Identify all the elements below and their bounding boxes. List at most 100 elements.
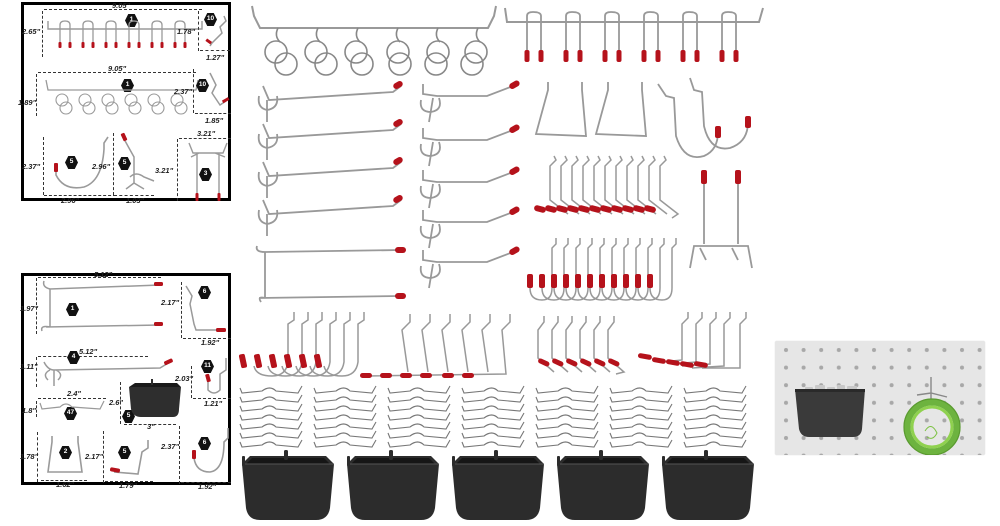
ring-hook-rack-illustration <box>42 78 202 118</box>
dimension-line <box>44 9 202 10</box>
dimension-line <box>179 138 231 139</box>
dimension-line <box>103 431 104 483</box>
dimension-label: 2.96" <box>61 196 80 205</box>
j-hooks-group <box>238 310 378 382</box>
dimension-line <box>44 195 116 196</box>
dimension-label: 5.12" <box>79 347 98 356</box>
bin-with-bolts <box>795 385 865 437</box>
dimension-label: 1.79" <box>119 481 138 490</box>
u-brackets <box>532 78 652 142</box>
dimension-label: 5.12" <box>94 270 113 279</box>
dimension-diagram-bottom: 5.12" 1.97" 1 6 2.17" 1.92" 5.12" 1.11" … <box>20 270 234 491</box>
u-hook-rack <box>503 4 765 66</box>
quantity-badge: 5 <box>118 157 131 170</box>
dimension-label: 3.21" <box>155 166 174 175</box>
large-j-hooks <box>654 76 754 166</box>
double-rod-hook-illustration <box>40 279 170 335</box>
dimension-line <box>36 74 37 116</box>
quantity-badge: 11 <box>201 360 214 373</box>
dimension-line <box>38 72 196 73</box>
small-curl-hook-illustration <box>208 71 230 111</box>
dimension-line <box>105 481 153 482</box>
quantity-badge: 5 <box>118 446 131 459</box>
dimension-label: 1.92" <box>201 338 220 347</box>
dimension-line <box>200 50 230 51</box>
dimension-line <box>191 366 192 398</box>
dimension-label: 1.8" <box>22 406 36 415</box>
quantity-badge: 1 <box>125 14 138 27</box>
dimension-line <box>36 278 37 334</box>
dimension-line <box>179 426 180 484</box>
quantity-badge: 10 <box>196 79 209 92</box>
straight-hook-illustration <box>40 358 173 388</box>
dimension-label: 1.78" <box>177 27 196 36</box>
dimension-line <box>38 277 161 278</box>
dimension-label: 1.11" <box>20 362 38 371</box>
bins-row <box>238 449 768 526</box>
dimension-line <box>195 113 231 114</box>
dimension-line <box>124 424 176 425</box>
double-prong-hook <box>686 168 756 278</box>
dimension-line <box>114 195 154 196</box>
dimension-line <box>193 69 194 113</box>
dimension-label: 1.62" <box>56 480 75 489</box>
curl-hooks-row-1 <box>534 154 684 224</box>
l-hook-illustration <box>184 284 230 336</box>
dimension-line <box>36 401 37 417</box>
dimension-label: 2.17" <box>85 452 104 461</box>
quantity-badge: 47 <box>64 407 77 420</box>
tool-holder-illustration <box>120 132 168 193</box>
dimension-label: 9.05" <box>112 1 131 10</box>
dimension-line <box>38 356 148 357</box>
dimension-line <box>193 398 231 399</box>
dimension-label: 2.96" <box>92 162 111 171</box>
dimension-line <box>42 11 43 57</box>
quantity-badge: 1 <box>66 303 79 316</box>
peg-locks-grid <box>238 386 768 452</box>
bin-illustration <box>127 379 183 421</box>
dimension-label: 1.03" <box>126 196 145 205</box>
ring-hook-rack <box>248 2 498 82</box>
double-prong-illustration <box>185 141 233 203</box>
angled-hook-illustration <box>108 438 158 478</box>
dimension-label: 1.21" <box>204 399 223 408</box>
dimension-line <box>120 382 121 424</box>
quantity-badge: 2 <box>59 446 72 459</box>
dimension-line <box>43 137 44 195</box>
pegboard-usage-photo <box>775 341 985 455</box>
j-hook-illustration <box>44 135 114 191</box>
dimension-label: 1.92" <box>198 482 217 491</box>
dimension-line <box>177 139 178 201</box>
angled-hooks-group <box>358 312 528 382</box>
dimension-line <box>41 480 87 481</box>
l-hooks-group <box>512 314 632 376</box>
quantity-badge: 4 <box>67 351 80 364</box>
dimension-line <box>38 398 106 399</box>
dimension-line <box>181 482 231 483</box>
curl-hooks-row-2 <box>522 236 684 306</box>
straight-hooks-left <box>253 81 413 303</box>
dimension-label: 2.37" <box>161 442 180 451</box>
dimension-label: 2.37" <box>174 87 193 96</box>
quantity-badge: 1 <box>121 79 134 92</box>
dimension-line <box>37 432 38 482</box>
quantity-badge: 6 <box>198 437 211 450</box>
peg-lock-illustration <box>38 399 108 413</box>
dimension-line <box>183 338 231 339</box>
dimension-label: 2.6" <box>109 398 123 407</box>
dimension-label: 2.03" <box>175 374 194 383</box>
quantity-badge: 5 <box>65 156 78 169</box>
dimension-label: 1.27" <box>206 53 225 62</box>
quantity-badge: 10 <box>204 13 217 26</box>
dimension-label: 1.97" <box>20 304 39 313</box>
quantity-badge: 6 <box>198 286 211 299</box>
dimension-label: 3" <box>147 422 155 431</box>
curl-hook-illustration <box>194 356 234 398</box>
u-hook-rack-illustration <box>46 19 206 55</box>
dimension-label: 2.65" <box>22 27 41 36</box>
dimension-label: 9.05" <box>108 64 127 73</box>
wire-spool <box>903 377 961 455</box>
dimension-line <box>36 357 37 387</box>
dimension-line <box>198 11 199 51</box>
dimension-label: 1.78" <box>20 452 39 461</box>
